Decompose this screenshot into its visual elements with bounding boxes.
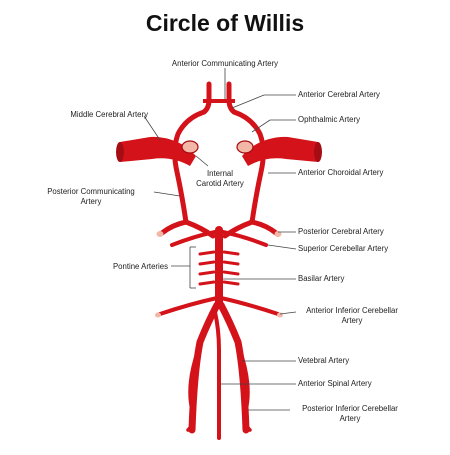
label-posterior-communicating-artery: Posterior Communicating Artery xyxy=(47,187,135,206)
middle-cerebral-artery-right xyxy=(242,136,318,166)
internal-carotid-cut-right xyxy=(236,140,254,154)
label-ophthalmic-artery: Ophthalmic Artery xyxy=(298,115,360,124)
anterior-inferior-cerebellar-artery-right xyxy=(219,296,280,316)
internal-carotid-cut-left xyxy=(181,140,199,154)
label-anterior-communicating-artery: Anterior Communicating Artery xyxy=(171,59,279,68)
diagram-title: Circle of Willis xyxy=(145,10,305,36)
vertebral-artery-right xyxy=(217,301,250,434)
middle-cerebral-cut-right xyxy=(314,142,322,162)
pontine-artery-right-3 xyxy=(222,270,240,276)
leader-posterior-communicating xyxy=(153,191,181,197)
leader-middle-cerebral xyxy=(143,115,161,141)
basilar-top-left xyxy=(183,219,216,239)
posterior-inferior-cerebellar-artery-right xyxy=(238,348,252,432)
anterior-cerebral-artery-left xyxy=(201,81,212,115)
leader-ophthalmic-diag xyxy=(251,119,271,133)
middle-cerebral-artery-left xyxy=(120,136,196,166)
posterior-cerebral-artery-left xyxy=(159,219,189,236)
pontine-artery-left-1 xyxy=(198,250,216,256)
label-anterior-choroidal-artery: Anterior Choroidal Artery xyxy=(298,168,384,177)
posterior-communicating-artery-right xyxy=(231,109,266,225)
pontine-artery-right-4 xyxy=(222,280,240,286)
leader-aica xyxy=(279,311,297,315)
posterior-cerebral-cut-right xyxy=(274,231,282,237)
pontine-artery-left-4 xyxy=(198,280,216,286)
label-pontine-arteries: Pontine Arteries xyxy=(112,262,168,271)
basilar-top-right xyxy=(222,219,255,239)
label-anterior-spinal-artery: Anterior Spinal Artery xyxy=(298,379,372,388)
pontine-artery-right-1 xyxy=(222,250,240,256)
posterior-inferior-cerebellar-artery-left xyxy=(186,348,200,432)
label-posterior-inferior-cerebellar-artery: Posterior Inferior Cerebellar Artery xyxy=(302,404,398,423)
anterior-spinal-artery xyxy=(213,310,221,440)
label-basilar-artery: Basilar Artery xyxy=(298,274,345,283)
label-vertebral-artery: Vetebral Artery xyxy=(298,356,350,365)
label-superior-cerebellar-artery: Superior Cerebellar Artery xyxy=(298,244,389,253)
aica-cut-left xyxy=(155,312,161,318)
label-posterior-cerebral-artery: Posterior Cerebral Artery xyxy=(298,227,384,236)
aica-cut-right xyxy=(277,312,283,318)
posterior-communicating-artery-left xyxy=(172,109,207,225)
posterior-cerebral-artery-right xyxy=(249,219,279,236)
leader-anterior-cerebral-diag xyxy=(231,94,265,109)
posterior-cerebral-cut-left xyxy=(156,231,164,237)
vertebral-artery-left xyxy=(188,301,221,434)
pontine-artery-right-2 xyxy=(222,260,240,266)
leader-superior-cerebellar xyxy=(267,244,297,250)
anterior-communicating-artery xyxy=(203,99,235,103)
leader-internal-carotid xyxy=(195,155,209,167)
leader-lines xyxy=(143,68,297,411)
pontine-artery-left-2 xyxy=(198,260,216,266)
label-internal-carotid-artery: Internal Carotid Artery xyxy=(196,169,244,188)
artery-group xyxy=(116,81,322,440)
label-middle-cerebral-artery: Middle Cerebral Artery xyxy=(70,110,148,119)
middle-cerebral-cut-left xyxy=(116,142,124,162)
label-anterior-cerebral-artery: Anterior Cerebral Artery xyxy=(298,90,380,99)
pontine-artery-left-3 xyxy=(198,270,216,276)
anterior-inferior-cerebellar-artery-left xyxy=(158,296,219,316)
label-anterior-inferior-cerebellar-artery: Anterior Inferior Cerebellar Artery xyxy=(306,306,398,325)
